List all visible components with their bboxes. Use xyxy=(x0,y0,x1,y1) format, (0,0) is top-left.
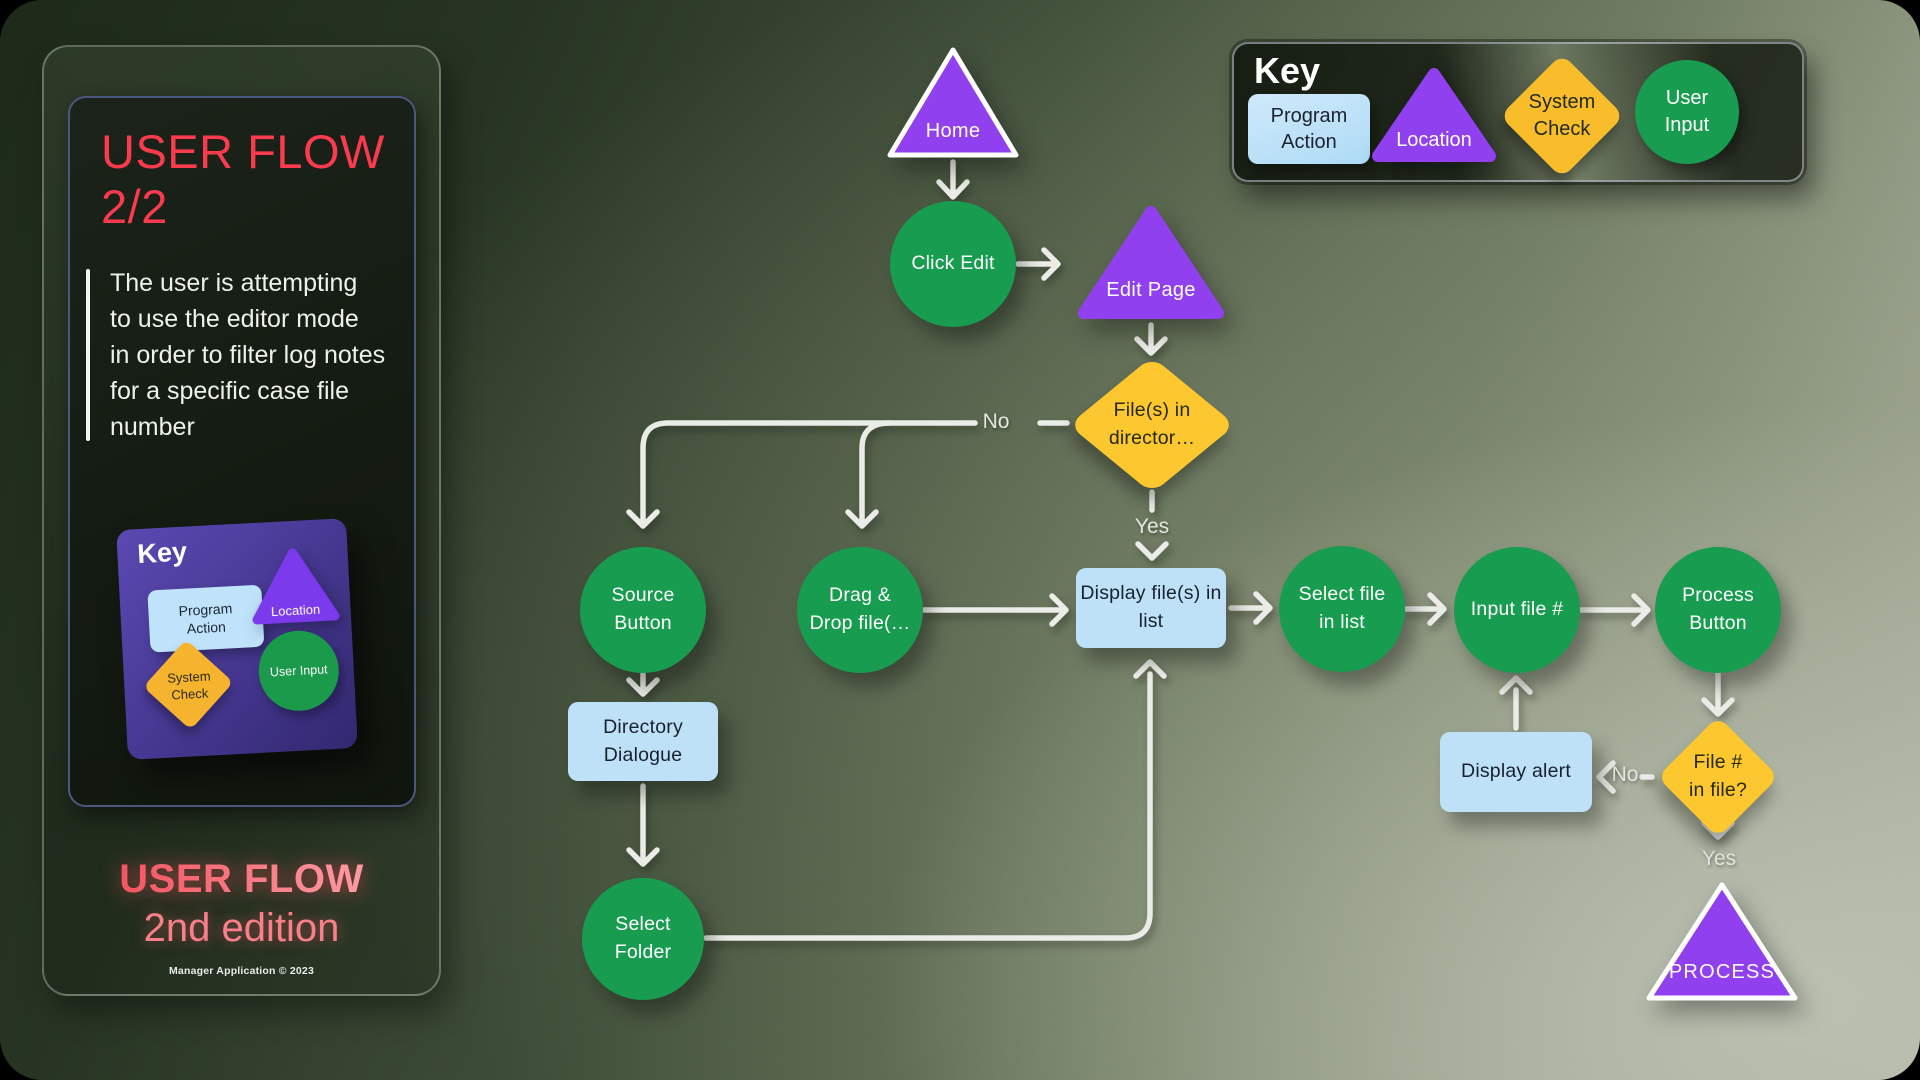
node-label: File # in file? xyxy=(1689,751,1747,801)
edge-filescheck-yes-display xyxy=(1135,489,1169,561)
sidebar-card: USER FLOW 2/2 The user is attempting to … xyxy=(68,96,416,807)
edge-no-to-sourcebutton xyxy=(626,420,978,529)
edge-label-yes: Yes xyxy=(1134,515,1170,538)
flow-node-file-in-file: File # in file? xyxy=(1657,716,1779,838)
node-label: Home xyxy=(925,119,981,142)
edge-editpage-filescheck xyxy=(1134,322,1168,356)
legend-system-check-label: System Check xyxy=(1528,91,1596,140)
flow-node-directory-dialogue: Directory Dialogue xyxy=(568,702,718,781)
node-label: Directory Dialogue xyxy=(603,715,683,766)
footer-subtitle: 2nd edition xyxy=(143,906,340,950)
description-block: The user is attempting to use the editor… xyxy=(86,265,414,445)
node-label: Process Button xyxy=(1682,584,1754,634)
description-text: The user is attempting to use the editor… xyxy=(110,268,386,441)
flow-node-select-folder: Select Folder xyxy=(582,878,704,1000)
node-label: Click Edit xyxy=(911,252,995,275)
mini-key-location-triangle-icon: Location xyxy=(247,545,341,628)
legend-location-triangle-icon: Location xyxy=(1370,66,1498,164)
node-label: Display alert xyxy=(1461,760,1571,783)
flow-node-home: Home xyxy=(883,42,1023,162)
flow-node-select-file: Select file in list xyxy=(1279,546,1405,672)
edge-label-yes: Yes xyxy=(1701,847,1737,870)
node-label: Select file in list xyxy=(1298,583,1386,633)
node-label: File(s) in director… xyxy=(1108,399,1196,449)
node-label: Drag & Drop file(… xyxy=(809,584,911,634)
footer-copyright: Manager Application © 2023 xyxy=(168,965,314,977)
node-label: Input file # xyxy=(1470,598,1564,621)
legend-title: Key xyxy=(1254,50,1321,91)
sidebar-footer: USER FLOW 2nd edition Manager Applicatio… xyxy=(44,857,439,977)
legend-program-action: Program Action xyxy=(1248,94,1370,164)
key-legend: Key Program Action Location System Check… xyxy=(1232,42,1804,182)
edge-home-clickedit xyxy=(936,159,970,200)
node-label: Display file(s) in list xyxy=(1080,582,1222,632)
flow-node-edit-page: Edit Page xyxy=(1076,203,1226,321)
flow-node-source-button: Source Button xyxy=(580,547,706,673)
edge-clickedit-editpage xyxy=(1015,247,1061,281)
edge-display-selectfile xyxy=(1228,591,1273,625)
edge-label-no: No xyxy=(1611,763,1639,786)
sidebar-panel: USER FLOW 2/2 The user is attempting to … xyxy=(42,45,441,996)
edge-alert-inputfile xyxy=(1499,675,1533,731)
flow-node-display-files: Display file(s) in list xyxy=(1076,568,1226,648)
legend-user-input: User Input xyxy=(1635,60,1739,164)
edge-selectfolder-display xyxy=(703,659,1167,941)
flow-node-drag-drop: Drag & Drop file(… xyxy=(797,547,923,673)
node-label: Select Folder xyxy=(614,913,672,963)
edge-no-branch-dragdrop xyxy=(845,420,893,529)
edge-label-no: No xyxy=(982,410,1010,433)
flow-node-click-edit: Click Edit xyxy=(890,201,1016,327)
node-label: Source Button xyxy=(611,584,675,634)
flow-node-files-in-directory: File(s) in director… xyxy=(1068,356,1236,494)
flow-node-input-file: Input file # xyxy=(1454,547,1580,673)
flow-node-process-button: Process Button xyxy=(1655,547,1781,673)
edge-filecheck-no-alert xyxy=(1596,760,1655,794)
node-label: PROCESS xyxy=(1668,960,1776,983)
edge-processbutton-filecheck xyxy=(1701,671,1735,717)
mini-key-card: Key Program Action Location System Check… xyxy=(116,518,358,760)
edge-dragdrop-display xyxy=(921,593,1069,627)
edge-inputfile-processbutton xyxy=(1578,593,1651,627)
edge-selectfile-inputfile xyxy=(1403,592,1447,626)
flow-node-display-alert: Display alert xyxy=(1440,732,1592,812)
flow-node-process: PROCESS xyxy=(1641,876,1803,1006)
node-label: Edit Page xyxy=(1106,279,1196,302)
edge-dialogue-selectfolder xyxy=(626,783,660,867)
legend-location-label: Location xyxy=(1396,129,1472,151)
page-title: USER FLOW 2/2 xyxy=(101,125,385,234)
description-accent-bar xyxy=(86,268,90,441)
footer-title: USER FLOW xyxy=(119,857,364,901)
edge-sourcebutton-dialogue xyxy=(626,671,660,697)
